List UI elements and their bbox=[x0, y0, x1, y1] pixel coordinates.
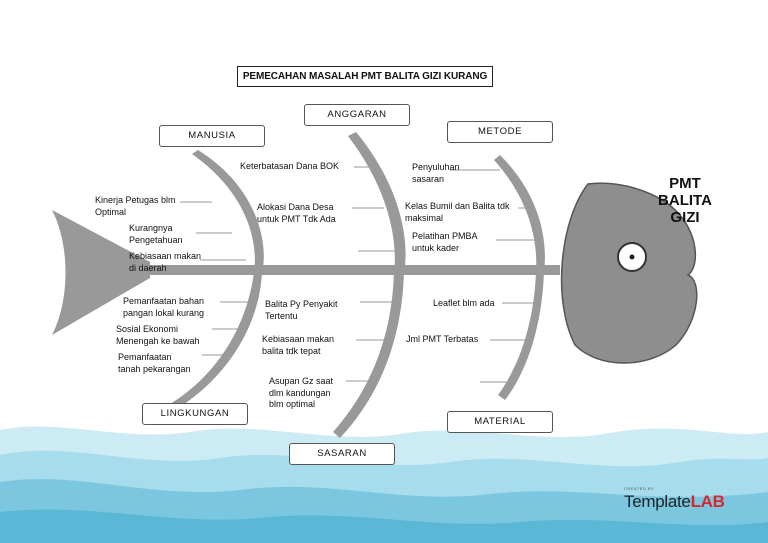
rib-metode bbox=[494, 155, 545, 272]
fish-spine bbox=[140, 265, 560, 275]
cause-sasaran-2: Kebiasaan makan balita tdk tepat bbox=[262, 334, 335, 356]
rib-manusia bbox=[192, 150, 264, 272]
effect-label: PMT BALITA GIZI bbox=[658, 175, 712, 226]
rib-anggaran bbox=[348, 132, 406, 272]
category-metode: METODE bbox=[447, 121, 553, 143]
cause-sasaran-1: Balita Py Penyakit Tertentu bbox=[265, 299, 338, 321]
fish-tail bbox=[52, 210, 150, 335]
logo-accent-text: LAB bbox=[690, 492, 725, 511]
cause-manusia-2: Kurangnya Pengetahuan bbox=[129, 223, 183, 245]
fish-eye-pupil bbox=[629, 254, 635, 260]
cause-lingkungan-1: Pemanfaatan bahan pangan lokal kurang bbox=[123, 296, 205, 318]
rib-lingkungan bbox=[170, 272, 262, 410]
logo-main-text: Template bbox=[624, 492, 691, 511]
cause-metode-2: Kelas Bumil dan Balita tdk maksimal bbox=[405, 201, 510, 223]
cause-sasaran-3: Asupan Gz saat dlm kandungan blm optimal bbox=[269, 376, 334, 409]
fish-head bbox=[560, 182, 698, 364]
cause-manusia-1: Kinerja Petugas blm Optimal bbox=[95, 195, 176, 217]
logo-created-by: CREATED BY bbox=[624, 486, 655, 491]
waves bbox=[0, 426, 768, 543]
cause-anggaran-1: Keterbatasan Dana BOK bbox=[240, 161, 340, 171]
category-anggaran: ANGGARAN bbox=[304, 104, 410, 126]
cause-anggaran-2: Alokasi Dana Desa untuk PMT Tdk Ada bbox=[257, 202, 336, 224]
category-material: MATERIAL bbox=[447, 411, 553, 433]
rib-sasaran bbox=[333, 272, 404, 438]
cause-material-2: Jml PMT Terbatas bbox=[406, 334, 479, 344]
wave-deep bbox=[0, 509, 768, 543]
diagram-title: PEMECAHAN MASALAH PMT BALITA GIZI KURANG bbox=[237, 66, 493, 87]
category-sasaran: SASARAN bbox=[289, 443, 395, 465]
cause-lingkungan-2: Sosial Ekonomi Menengah ke bawah bbox=[116, 324, 200, 346]
cause-material-1: Leaflet blm ada bbox=[433, 298, 495, 308]
rib-material bbox=[498, 272, 544, 400]
cause-metode-1: Penyuluhan sasaran bbox=[412, 162, 460, 184]
cause-metode-3: Pelatihan PMBA untuk kader bbox=[412, 231, 478, 253]
cause-connectors bbox=[180, 166, 538, 383]
category-lingkungan: LINGKUNGAN bbox=[142, 403, 248, 425]
templatelab-logo: CREATED BY TemplateLAB bbox=[624, 486, 725, 512]
category-manusia: MANUSIA bbox=[159, 125, 265, 147]
cause-manusia-3: Kebiasaan makan di daerah bbox=[129, 251, 202, 273]
cause-lingkungan-3: Pemanfaatan tanah pekarangan bbox=[118, 352, 191, 374]
